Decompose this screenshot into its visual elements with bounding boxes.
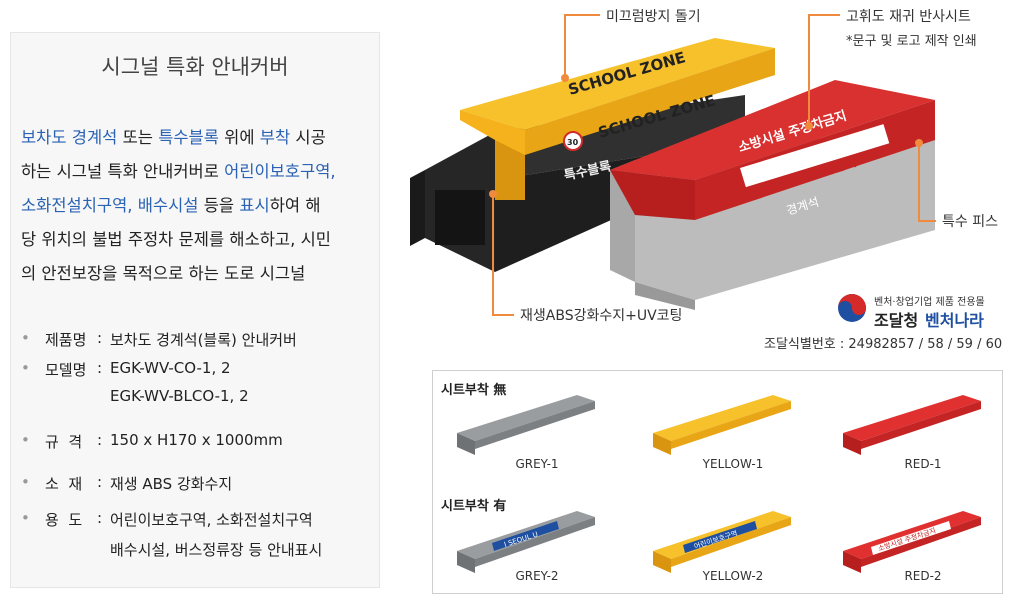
highlight-term: 표시 [239, 196, 270, 215]
callout-special-screw: 특수 피스 [942, 214, 998, 230]
sample-head-with: 시트부착 有 [441, 499, 507, 514]
procurement-id: 조달식별번호 : 24982857 / 58 / 59 / 60 [764, 337, 1003, 352]
marker-anti-slip [561, 74, 569, 82]
description-text: 시공 [290, 128, 326, 147]
cert-brand-b: 벤처나라 [925, 311, 984, 330]
leader-reflective-h [808, 14, 840, 16]
callout-reflective-note: *문구 및 로고 제작 인쇄 [846, 34, 977, 49]
leader-material-h [492, 314, 514, 316]
sample-label-red-2: RED-2 [904, 569, 942, 583]
panel-title: 시그널 특화 안내커버 [101, 55, 289, 79]
description-text: 위에 [218, 128, 260, 147]
highlight-term: 어린이보호구역, [224, 162, 336, 181]
korea-emblem-icon [838, 294, 866, 322]
leader-anti-slip-h [564, 14, 600, 16]
description-text: 등을 [198, 196, 240, 215]
leader-reflective-v [808, 14, 810, 126]
callout-reflective: 고휘도 재귀 반사시트 [846, 9, 971, 25]
leader-screw-v [918, 143, 920, 221]
description-line: 소화전설치구역, 배수시설 등을 표시하여 해 [21, 189, 381, 223]
product-illustration: SCHOOL ZONE SCHOOL ZONE 30 특수블록 소방시설 주정차… [410, 38, 935, 310]
sample-label-grey-1: GREY-1 [515, 457, 559, 471]
leader-screw-h [918, 220, 936, 222]
highlight-term: 소화전설치구역, 배수시설 [21, 196, 199, 215]
description-text: 또는 [117, 128, 159, 147]
description-line: 보차도 경계석 또는 특수블록 위에 부착 시공 [21, 121, 381, 155]
highlight-term: 특수블록 [158, 128, 219, 147]
marker-material [489, 190, 497, 198]
sample-grey-2: I SEOUL U [457, 511, 595, 573]
description-text: 의 안전보장을 목적으로 하는 도로 시그널 [21, 264, 306, 283]
highlight-term: 보차도 경계석 [21, 128, 118, 147]
marker-screw [915, 139, 923, 147]
sample-grey-1 [457, 395, 595, 455]
leader-material-v [492, 194, 494, 316]
yellow-cover [460, 38, 775, 200]
svg-text:30: 30 [567, 138, 579, 147]
sample-label-yellow-2: YELLOW-2 [702, 569, 764, 583]
description-line: 하는 시그널 특화 안내커버로 어린이보호구역, [21, 155, 381, 189]
description-line: 당 위치의 불법 주정차 문제를 해소하고, 시민 [21, 223, 381, 257]
marker-reflective [805, 122, 813, 130]
cert-tagline: 벤처·창업기업 제품 전용몰 [874, 297, 985, 308]
speed-limit-icon [563, 131, 583, 151]
sample-red-1 [843, 395, 981, 455]
sample-red-2: 소방시설 주정차금지 [843, 511, 981, 573]
highlight-term: 부착 [259, 128, 291, 147]
sample-label-grey-2: GREY-2 [515, 569, 559, 583]
description-line: 의 안전보장을 목적으로 하는 도로 시그널 [21, 257, 381, 291]
cert-brand-a: 조달청 [874, 311, 919, 330]
callout-material: 재생ABS강화수지+UV코팅 [520, 308, 683, 324]
sample-label-yellow-1: YELLOW-1 [702, 457, 764, 471]
sample-head-none: 시트부착 無 [441, 383, 507, 398]
description-text: 하여 해 [269, 196, 321, 215]
leader-anti-slip-v [564, 14, 566, 78]
callout-anti-slip: 미끄럼방지 돌기 [606, 9, 701, 25]
sample-label-red-1: RED-1 [904, 457, 942, 471]
description-text: 하는 시그널 특화 안내커버로 [21, 162, 225, 181]
sample-yellow-1 [653, 395, 791, 455]
sample-grid: 시트부착 無 시트부착 有 GREY-1 YELLOW-1 RED-1 I SE… [432, 370, 1003, 594]
sample-yellow-2: 어린이보호구역 [653, 511, 791, 573]
description-text: 당 위치의 불법 주정차 문제를 해소하고, 시민 [21, 230, 331, 249]
